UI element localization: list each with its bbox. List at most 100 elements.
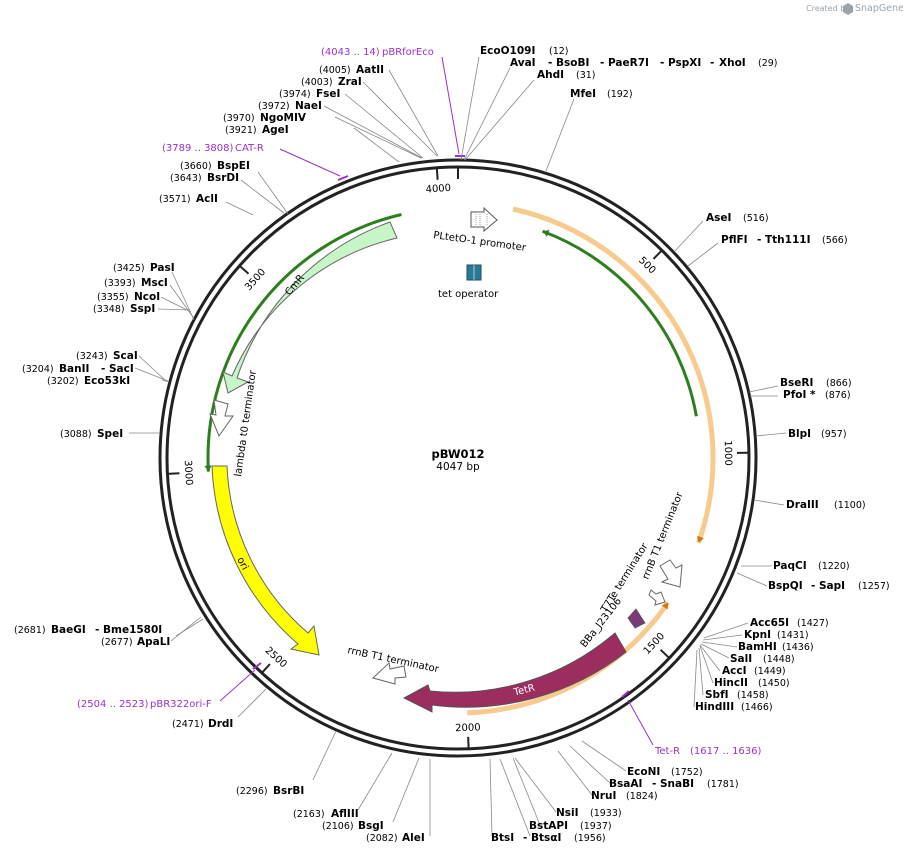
site-aatii[interactable]: (4005) AatII: [319, 64, 384, 76]
site-bsaai[interactable]: BsaAI - SnaBI (1781): [609, 778, 739, 790]
site-pasi[interactable]: (3425) PasI: [113, 262, 175, 274]
site-scai[interactable]: (3243) ScaI: [76, 350, 138, 362]
primer-pbrforeco[interactable]: (4043 .. 14) pBRforEco: [321, 47, 465, 157]
svg-text:AleI: AleI: [402, 832, 425, 844]
svg-text:BsgI: BsgI: [358, 820, 384, 832]
site-bseri[interactable]: BseRI (866): [780, 377, 852, 389]
site-fsei[interactable]: (3974) FseI: [279, 88, 340, 100]
feature-label-tetr: TetR: [512, 683, 536, 699]
feature-pltet-promoter[interactable]: PLtetO-1 promoter: [433, 206, 528, 254]
site-msci[interactable]: (3393) MscI: [104, 277, 168, 289]
plasmid-name: pBW012: [431, 447, 484, 461]
site-naei[interactable]: (3972) NaeI: [258, 100, 322, 112]
feature-tetr[interactable]: TetR: [402, 632, 627, 713]
site-kpni[interactable]: KpnI (1431): [744, 629, 809, 641]
svg-text:(1466): (1466): [741, 702, 773, 713]
site-hincii[interactable]: HincII (1450): [714, 677, 790, 689]
svg-text:(1220): (1220): [818, 561, 850, 572]
svg-text:(192): (192): [607, 89, 633, 100]
orf-arrowhead: [542, 229, 550, 237]
primer-cat-r[interactable]: (3789 .. 3808) CAT-R: [162, 143, 349, 181]
svg-text:BspQI: BspQI: [768, 580, 803, 592]
site-pflfi[interactable]: PflFI - Tth111I (566): [721, 234, 848, 246]
site-sspi[interactable]: (3348) SspI: [93, 303, 155, 315]
svg-text:(1933): (1933): [590, 808, 622, 819]
svg-text:(3571): (3571): [159, 194, 191, 205]
svg-text:ZraI: ZraI: [338, 76, 362, 88]
svg-text:(3202): (3202): [47, 376, 79, 387]
svg-text:-: -: [95, 624, 99, 636]
site-acci[interactable]: AccI (1449): [722, 665, 786, 677]
site-mfei[interactable]: MfeI (192): [570, 88, 633, 100]
svg-text:NruI: NruI: [591, 790, 616, 802]
site-acli[interactable]: (3571) AclI: [159, 193, 218, 205]
primer-tet-r[interactable]: Tet-R (1617 .. 1636): [621, 690, 762, 757]
site-ecoo109i[interactable]: EcoO109I (12): [480, 45, 569, 57]
feature-tet-operator[interactable]: tet operator: [438, 264, 499, 300]
orf-arc[interactable]: [542, 229, 698, 417]
site-paqci[interactable]: PaqCI (1220): [773, 560, 850, 572]
feature-ori[interactable]: ori: [211, 465, 320, 656]
site-nsii[interactable]: NsiI (1933): [556, 807, 622, 819]
primer-pbr322ori-f[interactable]: (2504 .. 2523) pBR322ori-F: [77, 662, 262, 710]
svg-text:AatII: AatII: [356, 64, 384, 76]
site-nrui[interactable]: NruI (1824): [591, 790, 658, 802]
site-bspei[interactable]: (3660) BspEI: [180, 160, 250, 172]
svg-text:SnaBI: SnaBI: [660, 778, 694, 790]
site-banii[interactable]: (3204) BanII - SacI: [22, 363, 134, 375]
site-afliii[interactable]: AflIII (2163): [293, 808, 359, 820]
credit-brand: SnapGene: [855, 3, 903, 14]
plasmid-length: 4047 bp: [436, 461, 480, 473]
svg-text:(1257): (1257): [858, 581, 890, 592]
site-ncoi[interactable]: (3355) NcoI: [97, 291, 160, 303]
site-pfoi[interactable]: PfoI * (876): [783, 389, 851, 401]
svg-text:-: -: [710, 57, 714, 69]
svg-text:BtsαI: BtsαI: [531, 832, 561, 844]
orf-arc[interactable]: [467, 601, 671, 716]
orf-arc[interactable]: [512, 206, 716, 544]
site-spei[interactable]: (3088) SpeI: [60, 428, 123, 440]
feature-cmr[interactable]: CmR: [222, 221, 398, 394]
site-bamhi[interactable]: BamHI (1436): [738, 641, 814, 653]
svg-text:SacI: SacI: [109, 363, 134, 375]
feature-rrnb-t1-terminator-2[interactable]: rrnB T1 terminator: [346, 645, 441, 685]
svg-text:(1458): (1458): [737, 690, 769, 701]
orf-arc[interactable]: [206, 213, 402, 472]
site-ahdi[interactable]: AhdI (31): [537, 69, 596, 81]
site-blpi[interactable]: BlpI (957): [788, 428, 847, 440]
site-bstapi[interactable]: BstAPI (1937): [529, 820, 612, 832]
site-hindiii[interactable]: HindIII (1466): [695, 701, 773, 713]
site-econi[interactable]: EcoNI (1752): [627, 766, 703, 778]
site-ava-group[interactable]: AvaI - BsoBI - PaeR7I - PspXI - XhoI (29…: [510, 57, 778, 69]
site-sbfi[interactable]: SbfI (1458): [705, 689, 769, 701]
site-acc65i[interactable]: Acc65I (1427): [750, 617, 829, 629]
site-draiii[interactable]: DraIII (1100): [786, 499, 866, 511]
site-drdi[interactable]: DrdI (2471): [172, 718, 233, 730]
svg-text:(1449): (1449): [754, 666, 786, 677]
svg-text:Acc65I: Acc65I: [750, 617, 789, 629]
site-bspqi[interactable]: BspQI - SapI (1257): [768, 580, 890, 592]
site-bsgi[interactable]: BsgI (2106): [322, 820, 384, 832]
svg-text:-: -: [523, 832, 527, 844]
site-asei[interactable]: AseI (516): [706, 212, 769, 224]
site-sali[interactable]: SalI (1448): [730, 653, 795, 665]
primer-name-tet-r: Tet-R: [654, 746, 680, 757]
site-eco53ki[interactable]: (3202) Eco53kI: [47, 375, 130, 387]
svg-text:-: -: [101, 363, 105, 375]
site-bsrbi[interactable]: BsrBI (2296): [236, 785, 304, 797]
site-btsi[interactable]: BtsI - BtsαI (1956): [491, 832, 606, 844]
site-bsrdi[interactable]: (3643) BsrDI: [170, 172, 239, 184]
svg-text:BsrBI: BsrBI: [273, 785, 304, 797]
tick-label: 3000: [182, 460, 194, 486]
svg-text:NaeI: NaeI: [295, 100, 322, 112]
feature-rrnb-t1-terminator-1[interactable]: rrnB T1 terminator: [641, 490, 686, 588]
site-baegi[interactable]: (2681) BaeGI - Bme1580I: [14, 624, 162, 636]
svg-text:AclI: AclI: [196, 193, 218, 205]
svg-text:(566): (566): [822, 235, 848, 246]
svg-text:(1824): (1824): [626, 791, 658, 802]
site-ngomiv[interactable]: (3970) NgoMIV: [223, 112, 307, 124]
site-agei[interactable]: (3921) AgeI: [225, 124, 289, 136]
site-alei[interactable]: AleI (2082): [366, 832, 425, 844]
site-apali[interactable]: (2677) ApaLI: [101, 636, 170, 648]
site-zrai[interactable]: (4003) ZraI: [301, 76, 362, 88]
